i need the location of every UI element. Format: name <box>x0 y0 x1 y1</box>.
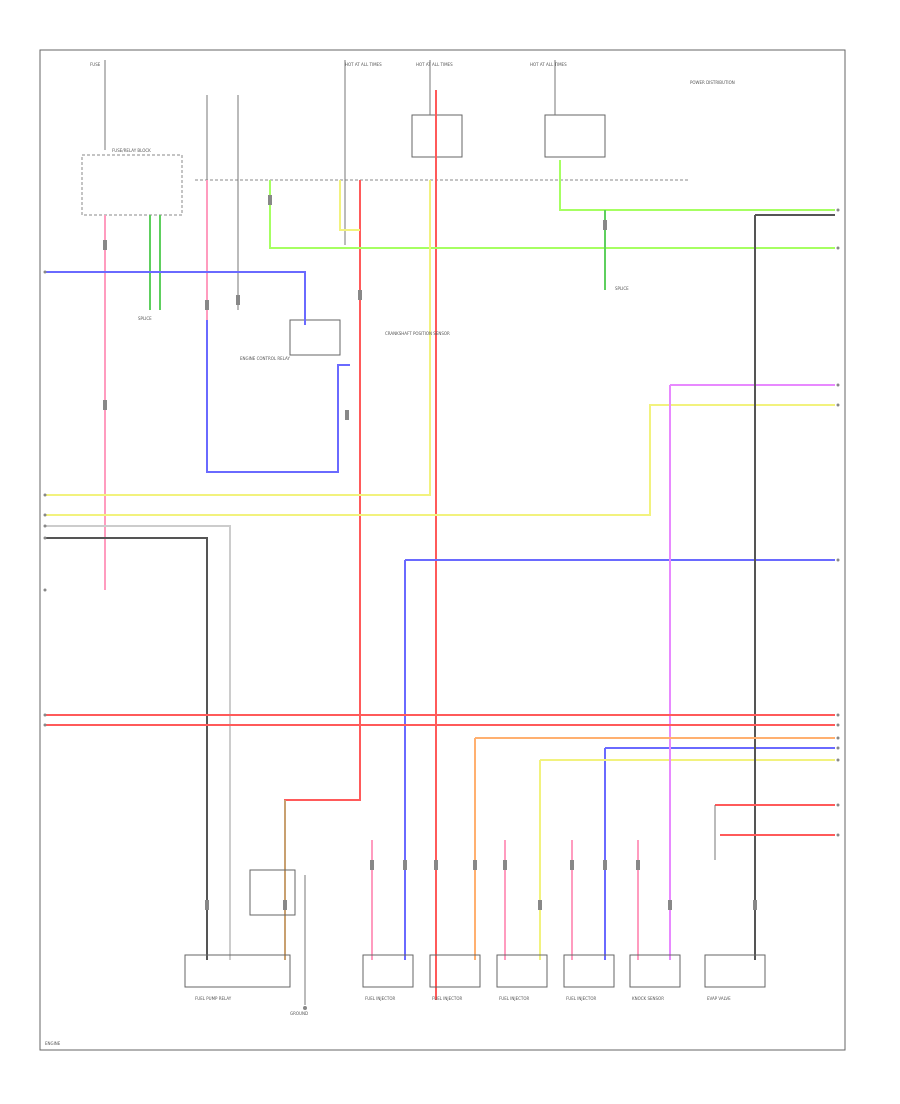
wire-black-1 <box>45 537 208 960</box>
wire-lightgreen-1 <box>269 180 835 249</box>
relay-box-3 <box>289 319 341 356</box>
fuse-block-box <box>81 154 183 216</box>
comp-box-1 <box>184 954 291 988</box>
hot-label-1: HOT AT ALL TIMES <box>345 62 382 67</box>
power-dist-label: POWER DISTRIBUTION <box>690 80 735 85</box>
comp-label-5: FUEL INJECTOR <box>566 996 597 1001</box>
diagram-frame <box>39 49 846 1051</box>
comp-label-3: FUEL INJECTOR <box>432 996 463 1001</box>
comp-label-4: FUEL INJECTOR <box>499 996 530 1001</box>
comp-label-7: EVAP VALVE <box>707 996 731 1001</box>
comp-box-relay <box>249 869 296 916</box>
comp-label-mid-2: CRANKSHAFT POSITION SENSOR <box>385 331 450 336</box>
comp-box-5 <box>563 954 615 988</box>
comp-box-4 <box>496 954 548 988</box>
ground-label: GROUND <box>290 1011 308 1016</box>
wire-yellow-2 <box>45 404 835 516</box>
relay-box-2 <box>544 114 606 158</box>
fuse-label-top-left: FUSE <box>90 62 101 67</box>
wire-white-1 <box>45 525 231 960</box>
comp-label-mid-1: ENGINE CONTROL RELAY <box>240 356 290 361</box>
wire-yellow-3 <box>339 180 360 231</box>
comp-label-mid-3: SPLICE <box>615 286 629 291</box>
connector-markers <box>103 195 757 910</box>
comp-box-7 <box>704 954 766 988</box>
comp-box-2 <box>362 954 414 988</box>
wire-blue-top <box>45 271 306 325</box>
green-label: SPLICE <box>138 316 152 321</box>
wire-blue-loop <box>206 320 350 473</box>
comp-label-2: FUEL INJECTOR <box>365 996 396 1001</box>
comp-box-6 <box>629 954 681 988</box>
comp-label-6: KNOCK SENSOR <box>632 996 664 1001</box>
wire-yellow-1 <box>45 180 431 496</box>
wire-lightgreen-2 <box>559 160 835 211</box>
right-terminals <box>836 208 840 837</box>
left-tag: ENGINE <box>45 1041 61 1046</box>
comp-box-3 <box>429 954 481 988</box>
comp-label-1: FUEL PUMP RELAY <box>195 996 232 1001</box>
left-terminals <box>43 270 47 727</box>
fuse-block-label: FUSE/RELAY BLOCK <box>112 148 151 153</box>
ground-dot <box>303 1006 307 1010</box>
hot-label-2: HOT AT ALL TIMES <box>416 62 453 67</box>
hot-label-3: HOT AT ALL TIMES <box>530 62 567 67</box>
wire-red-relay <box>284 180 361 960</box>
